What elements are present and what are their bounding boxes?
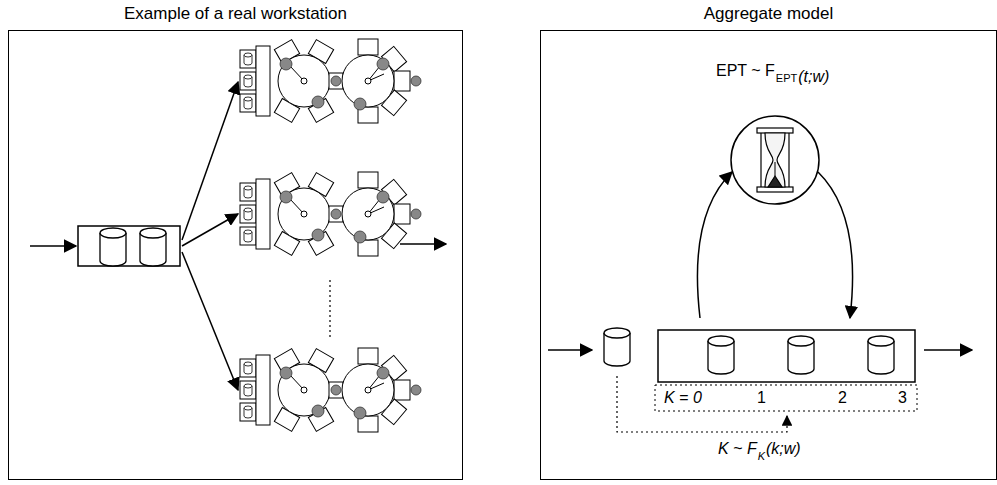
label-text: EPT ~ F [716,62,775,79]
label-text: K ~ F [718,440,757,457]
formula-label: EPT ~ F [716,62,775,80]
label-text: K [758,450,765,462]
formula-label: (k;w) [766,440,801,458]
label-text: K = 0 [664,389,702,406]
formula-label: K = 0 [664,389,702,407]
formula-label: (t;w) [798,68,829,86]
formula-label: 2 [838,389,847,407]
label-text: EPT [776,72,797,84]
label-text: (t;w) [798,68,829,85]
formula-label: 3 [898,389,907,407]
formula-label: EPT [776,68,797,87]
label-text: 2 [838,389,847,406]
panel-box: Example of a real workstation [8,30,463,480]
panel-title: Aggregate model [541,4,996,24]
formula-label: 1 [757,389,766,407]
label-text: (k;w) [766,440,801,457]
formula-label: K [758,446,765,465]
label-text: 3 [898,389,907,406]
panel-box: Aggregate model [540,30,997,480]
label-text: 1 [757,389,766,406]
panel-title: Example of a real workstation [9,4,462,24]
formula-label: K ~ F [718,440,757,458]
